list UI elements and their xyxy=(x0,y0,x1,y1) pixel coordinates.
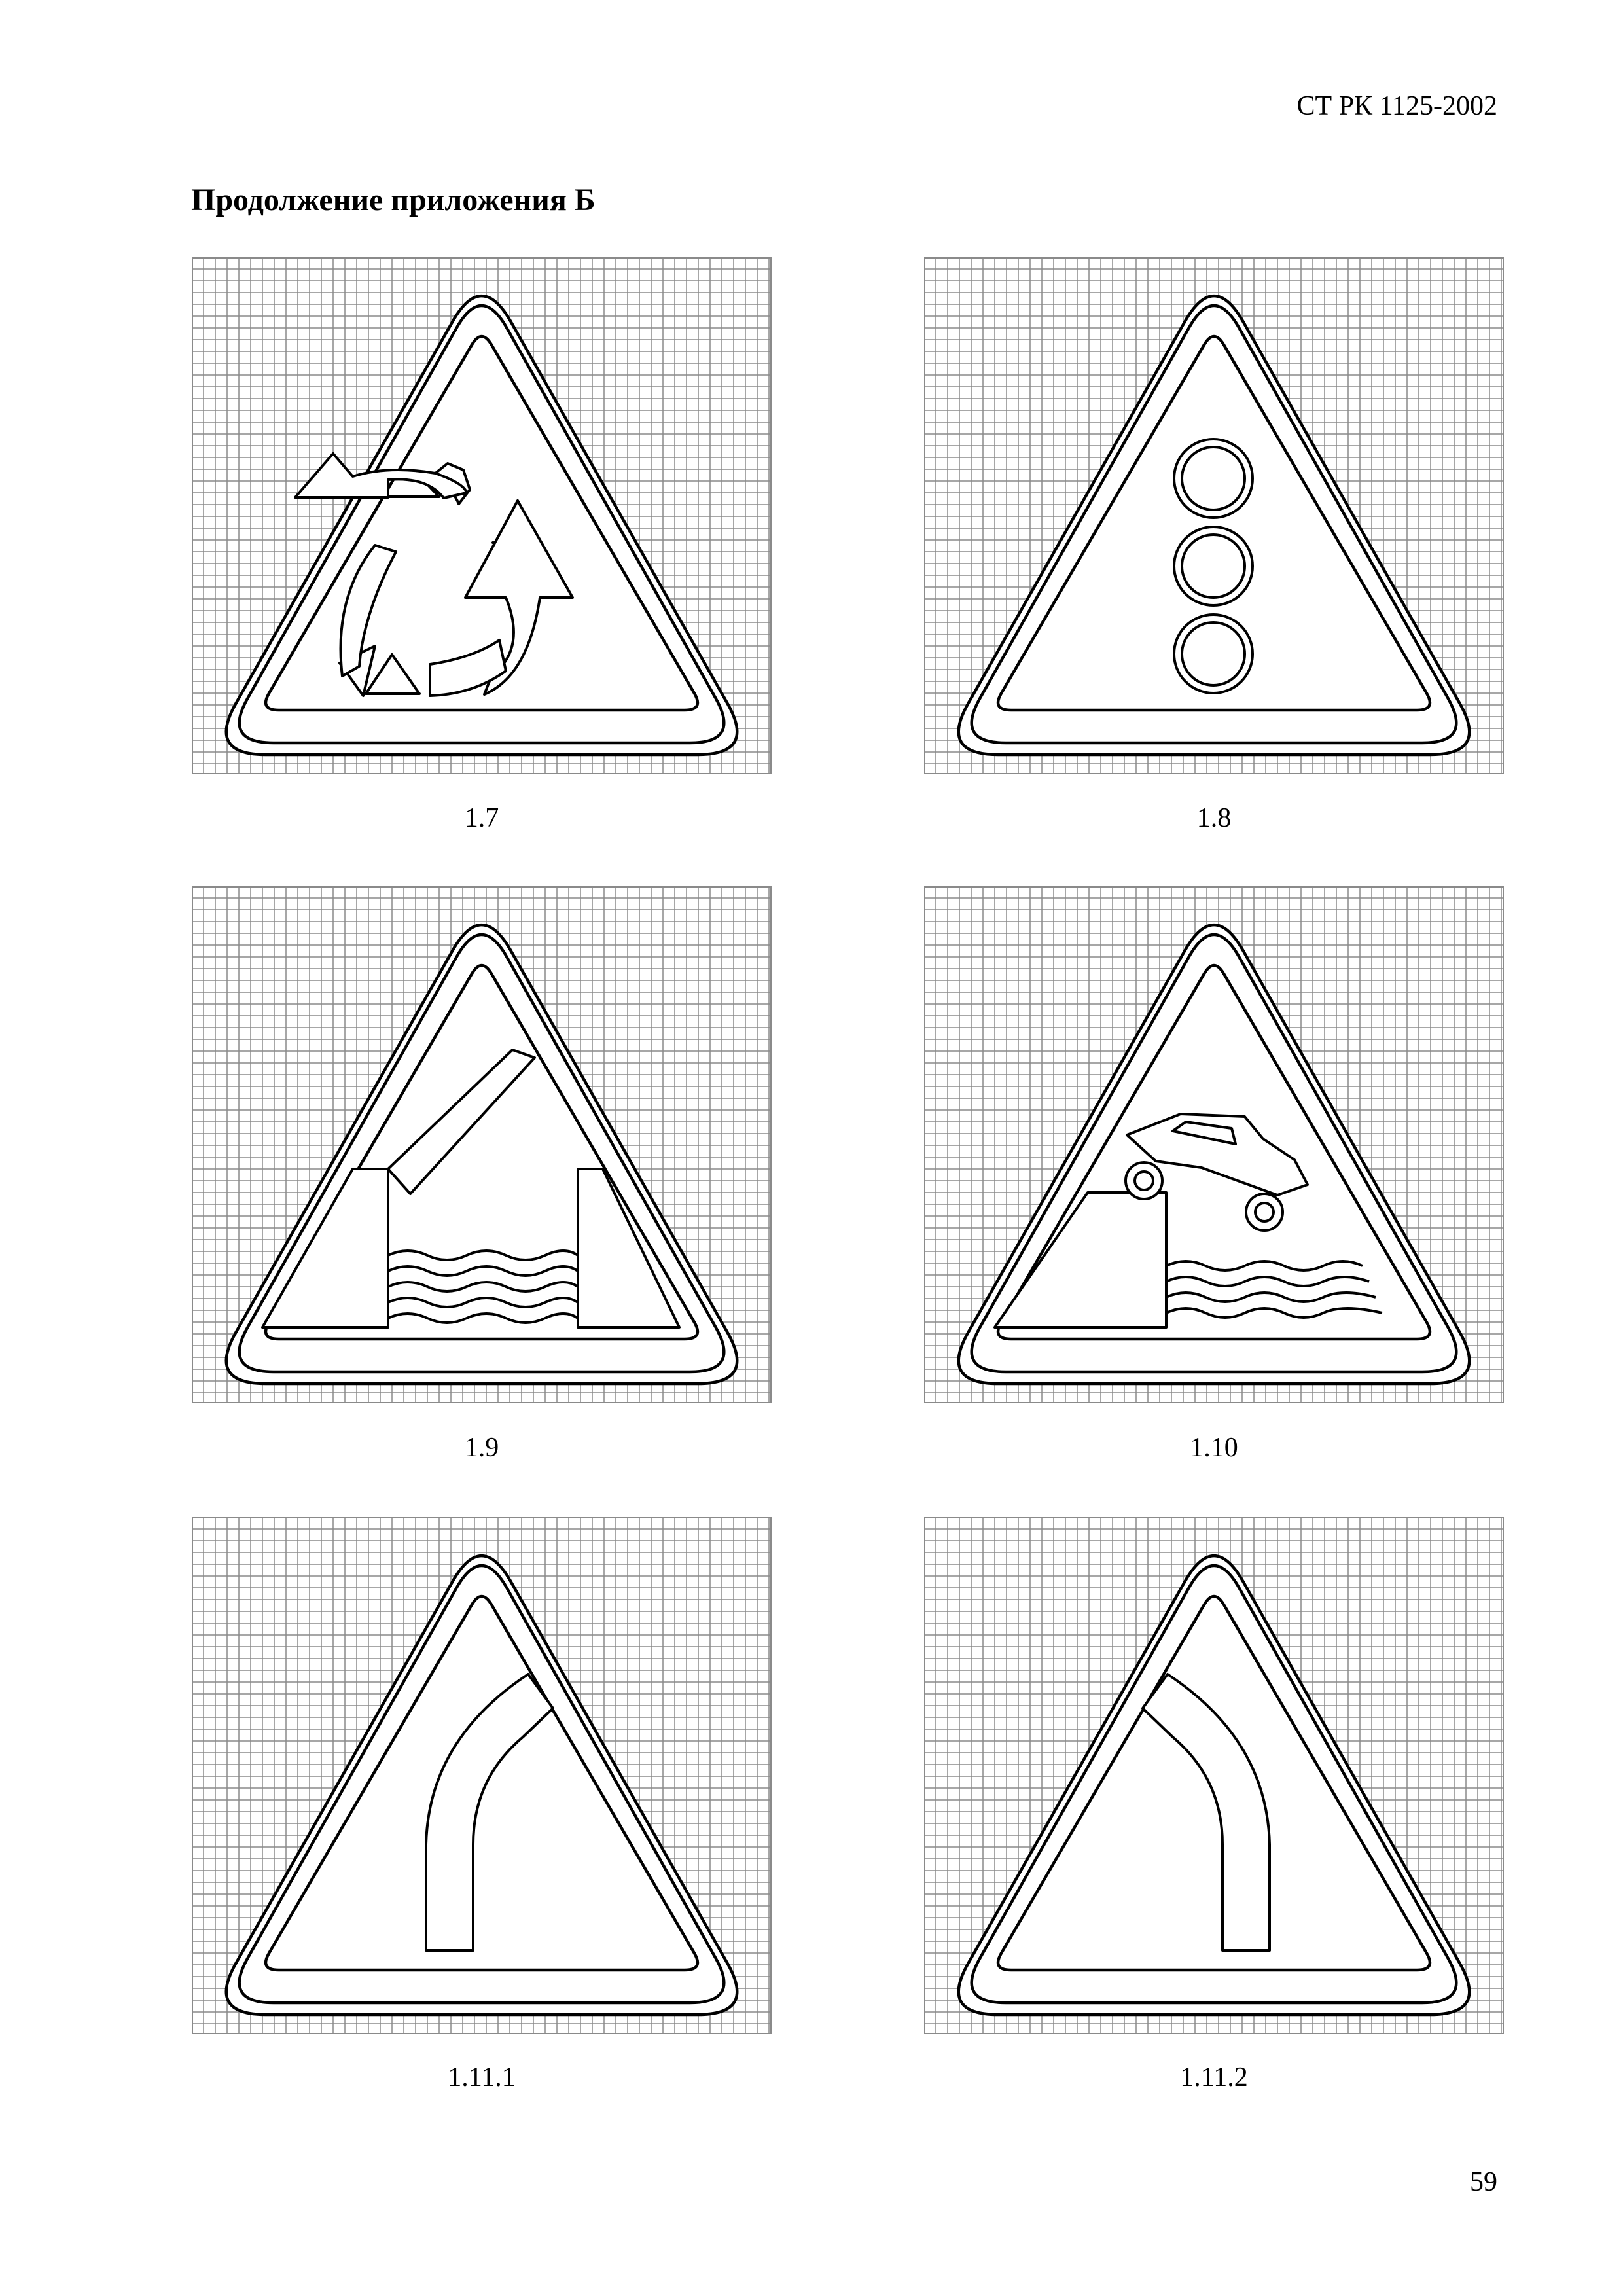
sign-1-11-1-grid xyxy=(192,1517,772,2034)
curve-right-icon xyxy=(425,1673,554,1952)
page-number: 59 xyxy=(1470,2167,1497,2197)
embankment-sign-drawing xyxy=(924,886,1504,1403)
sign-1-8-grid xyxy=(924,257,1504,774)
sign-1-10-number: 1.10 xyxy=(1190,1433,1238,1463)
sign-1-11-1-number: 1.11.1 xyxy=(448,2062,516,2092)
grid-border xyxy=(192,1517,772,2034)
sign-border-edge xyxy=(238,933,726,1374)
document-code: СТ РК 1125-2002 xyxy=(1296,91,1497,121)
sign-1-8-number: 1.8 xyxy=(1196,803,1232,833)
sign-inner-field xyxy=(264,1594,700,1972)
drawbridge-sign-drawing xyxy=(192,886,772,1403)
sign-1-7-grid xyxy=(192,257,772,774)
drawbridge-icon xyxy=(261,1049,681,1329)
grid-border xyxy=(924,257,1504,774)
sign-border-edge xyxy=(238,1564,726,2005)
sign-1-9-grid xyxy=(192,886,772,1403)
sign-border-edge xyxy=(970,933,1458,1374)
grid-border xyxy=(192,886,772,1403)
sign-1-11-2-grid xyxy=(924,1517,1504,2034)
section-title: Продолжение приложения Б xyxy=(191,183,596,217)
bend-right-sign-drawing xyxy=(192,1517,772,2034)
traffic-light-icon xyxy=(1173,438,1254,694)
sign-inner-field xyxy=(996,1594,1432,1972)
roundabout-arrows-icon xyxy=(294,452,574,697)
roundabout-sign-drawing xyxy=(192,257,772,774)
sign-inner-field xyxy=(996,963,1432,1341)
grid-border xyxy=(192,257,772,774)
curve-left-icon xyxy=(1141,1673,1271,1952)
sign-outer-edge xyxy=(957,295,1471,757)
sign-1-7-number: 1.7 xyxy=(464,803,499,833)
traffic-light-sign-drawing xyxy=(924,257,1504,774)
sign-border-edge xyxy=(970,304,1458,745)
sign-inner-field xyxy=(264,963,700,1341)
sign-1-9-number: 1.9 xyxy=(464,1433,499,1463)
sign-border-edge xyxy=(238,304,726,745)
sign-1-11-2-number: 1.11.2 xyxy=(1180,2062,1248,2092)
sign-1-10-grid xyxy=(924,886,1504,1403)
grid-border xyxy=(924,1517,1504,2034)
sign-inner-field xyxy=(264,334,700,712)
grid-border xyxy=(924,886,1504,1403)
sign-border-edge xyxy=(970,1564,1458,2005)
bend-left-sign-drawing xyxy=(924,1517,1504,2034)
sign-inner-field xyxy=(996,334,1432,712)
car-falling-into-water-icon xyxy=(993,1113,1383,1329)
